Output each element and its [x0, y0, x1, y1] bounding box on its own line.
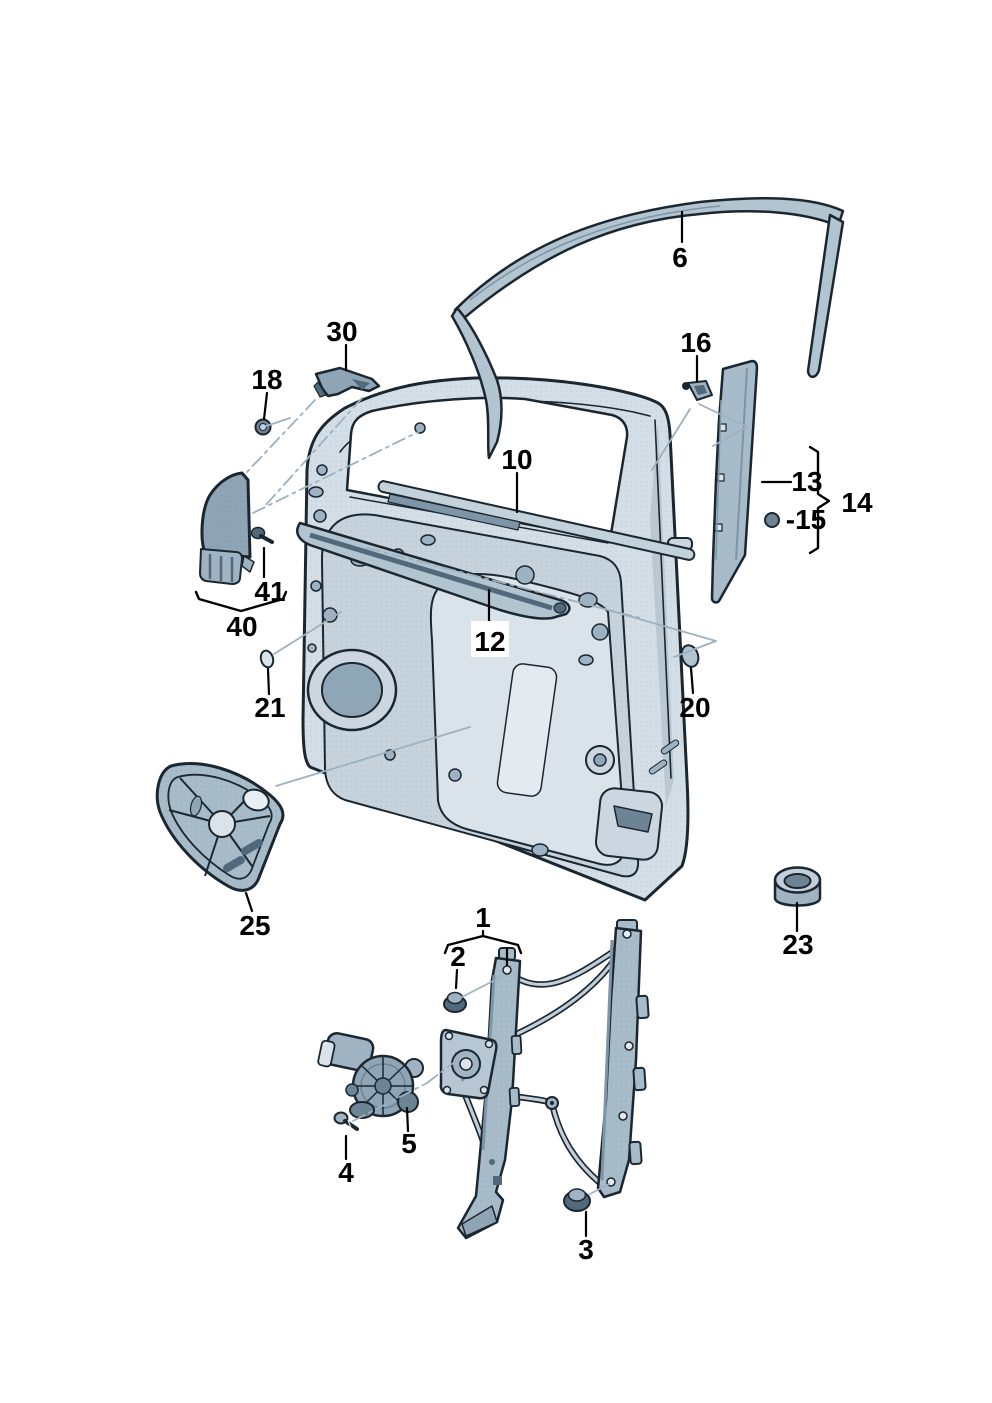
- part-25-loudspeaker-gasket: [155, 762, 285, 892]
- part-12-inner-window-slot-seal: [296, 521, 571, 620]
- part-10-outer-window-slot-seal: [377, 480, 696, 561]
- regulator-motor-plate: [439, 1028, 498, 1100]
- part-41-trim-screw: [250, 526, 274, 544]
- bracket-40: [194, 590, 288, 613]
- part-20-grommet: [680, 644, 700, 668]
- part-label-40: 40: [226, 611, 257, 642]
- part-1-window-regulator-assembly: [439, 919, 650, 1240]
- part-label-16: 16: [680, 327, 711, 358]
- part-label-2: 2: [450, 941, 466, 972]
- latch-area: [595, 739, 680, 861]
- part-label-21: 21: [254, 692, 285, 723]
- part-6-window-guide-seal: [450, 197, 845, 460]
- part-label-25: 25: [239, 910, 270, 941]
- panel-slot: [496, 663, 558, 797]
- door-inner-panel: [301, 376, 693, 902]
- part-label-12: 12: [474, 626, 505, 657]
- part-label-10: 10: [501, 444, 532, 475]
- part-label-5: 5: [401, 1128, 417, 1159]
- label-12-background: [471, 621, 509, 657]
- part-label-14: 14: [841, 487, 873, 518]
- leader-lines: [194, 210, 831, 1238]
- part-30-retaining-bracket: [313, 366, 381, 398]
- part-3-hex-flange-nut: [563, 1188, 591, 1212]
- bracket-1: [443, 934, 523, 955]
- part-4-motor-fixing-screw: [333, 1111, 359, 1131]
- part-label-3: 3: [578, 1234, 594, 1265]
- part-23-bushing-ring: [773, 866, 822, 907]
- part-label-6: 6: [672, 242, 688, 273]
- bracket-14: [808, 445, 831, 555]
- part-label-30: 30: [326, 316, 357, 347]
- part-label-18: 18: [251, 364, 282, 395]
- panel-holes: [307, 422, 609, 857]
- part-labels: 1 2 3 4 5 6 10 12 13 14 -15 16 18 20 21 …: [226, 242, 873, 1265]
- part-label-20: 20: [679, 692, 710, 723]
- part-label-15: -15: [786, 504, 826, 535]
- part-5-window-regulator-motor: [317, 1031, 424, 1119]
- part-15-cover-cap: [764, 512, 780, 528]
- part-label-23: 23: [782, 929, 813, 960]
- part-label-1: 1: [475, 902, 491, 933]
- part-18-fixing-nut: [254, 418, 272, 436]
- part-2-hex-flange-nut: [443, 991, 467, 1013]
- part-13-window-guide-rail: [710, 359, 759, 604]
- projection-lines: [246, 397, 748, 1195]
- part-label-41: 41: [254, 576, 285, 607]
- part-label-13: 13: [791, 466, 822, 497]
- part-21-grommet: [259, 649, 275, 669]
- regulator-rear-rail: [596, 919, 650, 1199]
- speaker-opening: [306, 648, 398, 732]
- part-40-triangular-trim: [199, 471, 255, 585]
- part-16-retaining-clip: [682, 380, 713, 401]
- part-label-4: 4: [338, 1157, 354, 1188]
